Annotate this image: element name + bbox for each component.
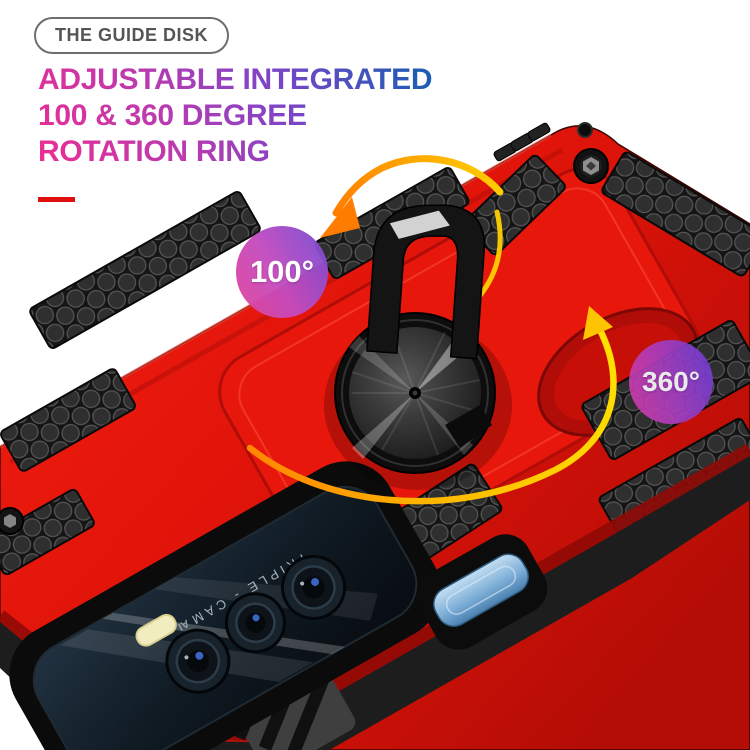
callout-100-degree: 100°: [236, 226, 328, 318]
camera-flash: [135, 613, 177, 647]
corner-screw-icon: [573, 148, 609, 184]
ai-label: AI: [176, 617, 191, 633]
lanyard-hole: [577, 122, 593, 138]
camera-lens: [281, 554, 347, 620]
accent-dash: [38, 197, 75, 202]
side-screw-icon: [0, 507, 24, 535]
honeycomb-panel: [601, 151, 750, 277]
callout-360-degree: 360°: [629, 340, 713, 424]
headline-line-1: ADJUSTABLE INTEGRATED: [38, 63, 433, 96]
headline: ADJUSTABLE INTEGRATED 100 & 360 DEGREE R…: [38, 62, 432, 170]
ring-arch-highlight: [389, 210, 450, 239]
headline-line-3: ROTATION RING: [38, 135, 270, 168]
camera-lens: [224, 592, 286, 654]
honeycomb-panel: [29, 191, 261, 349]
camera-module: AI TRIPLE - CAM: [9, 461, 441, 750]
rotation-arc-360-icon: [246, 209, 617, 505]
honeycomb-panel: [0, 488, 95, 576]
kickstand-hinge: [445, 405, 492, 448]
arrow-100-icon: [320, 155, 504, 238]
arrow-360-head: [583, 306, 613, 340]
power-button: [416, 534, 548, 650]
headline-line-2: 100 & 360 DEGREE: [38, 99, 307, 132]
guide-disk-badge: THE GUIDE DISK: [34, 17, 230, 54]
volume-buttons: [493, 122, 551, 162]
honeycomb-panel: [0, 368, 136, 472]
arrow-100-head: [320, 197, 360, 238]
kickstand-ring-arch: [366, 204, 485, 360]
camera-lens: [165, 628, 231, 694]
